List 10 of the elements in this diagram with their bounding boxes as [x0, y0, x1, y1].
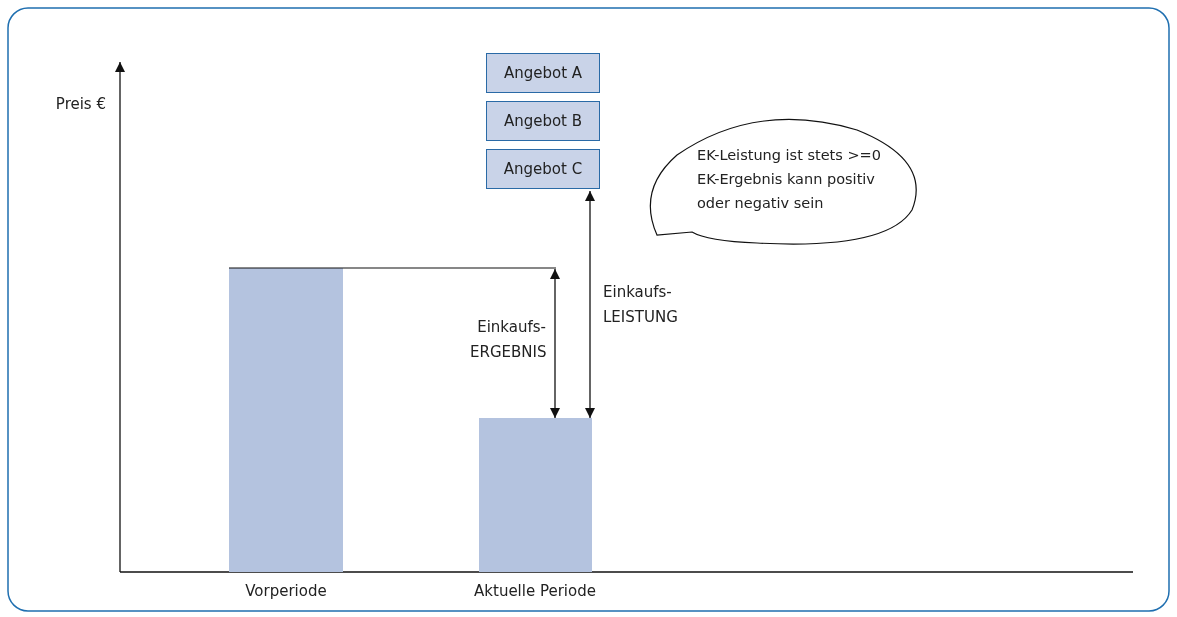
bubble-text: EK-Ergebnis kann positiv oder negativ sein: [697, 170, 876, 213]
bubble-text: EK-Leistung ist stets >=0: [697, 146, 882, 165]
offer-box: Angebot C: [486, 149, 600, 189]
category-label: Aktuelle Periode: [473, 581, 597, 602]
axis-label: Preis €: [54, 94, 106, 115]
offer-box: Angebot B: [486, 101, 600, 141]
category-label: Vorperiode: [244, 581, 328, 602]
dimension-label: Einkaufs- LEISTUNG: [603, 282, 679, 328]
offer-box: Angebot A: [486, 53, 600, 93]
dimension-label: Einkaufs- ERGEBNIS: [470, 317, 546, 363]
